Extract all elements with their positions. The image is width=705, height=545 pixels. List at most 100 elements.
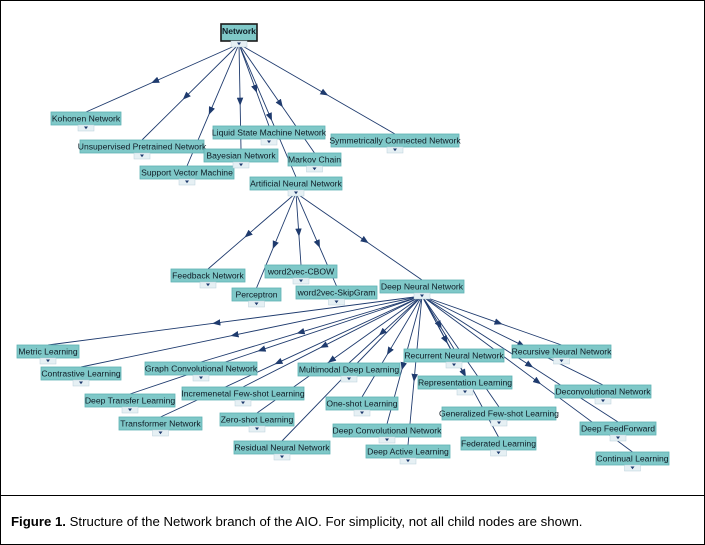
node-symmetric-label: Symmetrically Connected Network [329, 136, 461, 146]
node-unsupervised[interactable]: Unsupervised Pretrained Network [78, 139, 207, 160]
node-federated[interactable]: Federated Learning [460, 436, 537, 457]
chevron-down-icon [199, 376, 203, 380]
edge-network-to-kohonen [85, 43, 240, 113]
node-dcn[interactable]: Deep Convolutional Network [333, 423, 443, 444]
node-ann-label: Artificial Neural Network [250, 179, 342, 189]
edge-network-to-symmetric [238, 43, 396, 135]
caption-box: Figure 1. Structure of the Network branc… [1, 495, 704, 544]
node-feedforward[interactable]: Deep FeedForward [579, 421, 657, 442]
node-cbow-label: word2vec-CBOW [267, 267, 335, 277]
caption-label: Figure 1. [11, 514, 66, 529]
node-bayesian[interactable]: Bayesian Network [203, 148, 279, 169]
chevron-down-icon [140, 154, 144, 158]
node-feedback[interactable]: Feedback Network [170, 268, 246, 289]
edge-dnn-to-transfer [129, 295, 423, 395]
chevron-down-icon [84, 126, 88, 130]
node-gen_fewshot-label: Generalized Few-shot Learning [439, 409, 559, 419]
node-kohonen-label: Kohonen Network [52, 114, 121, 124]
node-multimodal[interactable]: Multimodal Deep Learning [297, 362, 401, 383]
chevron-down-icon [496, 451, 501, 455]
node-bayesian-label: Bayesian Network [206, 151, 276, 161]
edge-network-to-ann [238, 43, 297, 178]
chevron-down-icon [420, 294, 424, 298]
edge-network-to-liquid [238, 43, 270, 127]
node-dnn[interactable]: Deep Neural Network [379, 279, 465, 300]
chevron-down-icon [559, 359, 564, 363]
edge-dnn-to-contrastive [80, 295, 423, 368]
caption-text: Structure of the Network branch of the A… [65, 514, 583, 529]
node-markov[interactable]: Markov Chain [287, 152, 342, 173]
node-rnn[interactable]: Recurrent Neural Network [403, 348, 505, 369]
node-network-label: Network [222, 26, 256, 36]
chevron-down-icon [347, 377, 351, 381]
chevron-down-icon [280, 455, 284, 459]
node-ann[interactable]: Artificial Neural Network [249, 176, 343, 197]
node-markov-label: Markov Chain [288, 155, 341, 165]
chevron-down-icon [237, 42, 241, 46]
chevron-down-icon [294, 191, 298, 195]
chevron-down-icon [79, 381, 83, 385]
node-contrastive[interactable]: Contrastive Learning [40, 366, 122, 387]
node-recursive[interactable]: Recursive Neural Network [512, 344, 613, 365]
chevron-down-icon [158, 431, 163, 435]
chevron-down-icon [267, 140, 271, 144]
node-gcn-label: Graph Convolutional Network [145, 364, 258, 374]
node-gcn[interactable]: Graph Convolutional Network [144, 361, 258, 382]
edge-dnn-to-fewshot_inc [242, 295, 423, 388]
chevron-down-icon [254, 302, 259, 306]
node-deconv[interactable]: Deconvolutional Network [554, 384, 652, 405]
node-dcn-label: Deep Convolutional Network [333, 426, 443, 436]
node-transfer[interactable]: Deep Transfer Learning [84, 393, 176, 414]
node-transfer-label: Deep Transfer Learning [85, 396, 176, 406]
node-svm[interactable]: Support Vector Machine [139, 165, 235, 186]
chevron-down-icon [206, 283, 210, 287]
node-representation[interactable]: Representation Learning [417, 375, 513, 396]
node-zeroshot-label: Zero-shot Learning [221, 415, 294, 425]
node-liquid[interactable]: Liquid State Machine Network [212, 125, 327, 146]
node-kohonen[interactable]: Kohonen Network [50, 111, 122, 132]
edge-dnn-to-gcn [200, 295, 423, 363]
figure-caption: Figure 1. Structure of the Network branc… [11, 514, 582, 529]
node-residual[interactable]: Residual Neural Network [233, 440, 331, 461]
node-gen_fewshot[interactable]: Generalized Few-shot Learning [439, 406, 559, 427]
chevron-down-icon [385, 438, 389, 442]
node-dnn-label: Deep Neural Network [381, 282, 464, 292]
node-active[interactable]: Deep Active Learning [365, 444, 451, 465]
node-continual[interactable]: Continual Learning [595, 451, 670, 472]
node-transformer-label: Transformer Network [120, 419, 201, 429]
node-active-label: Deep Active Learning [367, 447, 449, 457]
node-deconv-label: Deconvolutional Network [555, 387, 651, 397]
node-metric[interactable]: Metric Learning [16, 344, 80, 365]
node-metric-label: Metric Learning [18, 347, 77, 357]
node-fewshot_inc[interactable]: Incremenetal Few-shot Learning [181, 386, 305, 407]
node-zeroshot[interactable]: Zero-shot Learning [219, 412, 295, 433]
edge-dnn-to-rnn [421, 295, 455, 350]
node-cbow[interactable]: word2vec-CBOW [264, 264, 338, 285]
edge-ann-to-perceptron [256, 192, 297, 289]
chevron-down-icon [360, 411, 364, 415]
node-multimodal-label: Multimodal Deep Learning [299, 365, 400, 375]
node-skipgram[interactable]: word2vec-SkipGram [295, 285, 378, 306]
edge-network-to-unsupervised [141, 43, 240, 141]
chevron-down-icon [241, 401, 245, 405]
node-symmetric[interactable]: Symmetrically Connected Network [329, 133, 461, 154]
node-recursive-label: Recursive Neural Network [512, 347, 613, 357]
edge-dnn-to-feedforward [421, 295, 619, 423]
chevron-down-icon [393, 148, 397, 152]
node-skipgram-label: word2vec-SkipGram [297, 288, 376, 298]
chevron-down-icon [452, 363, 456, 367]
node-network[interactable]: Network [220, 23, 258, 48]
chevron-down-icon [497, 421, 501, 425]
chevron-down-icon [334, 300, 339, 304]
node-perceptron[interactable]: Perceptron [231, 287, 282, 308]
node-oneshot[interactable]: One-shot Learning [325, 396, 399, 417]
node-unsupervised-label: Unsupervised Pretrained Network [78, 142, 207, 152]
node-transformer[interactable]: Transformer Network [118, 416, 203, 437]
node-federated-label: Federated Learning [461, 439, 536, 449]
chevron-down-icon [463, 390, 467, 394]
node-contrastive-label: Contrastive Learning [41, 369, 121, 379]
node-liquid-label: Liquid State Machine Network [212, 128, 327, 138]
